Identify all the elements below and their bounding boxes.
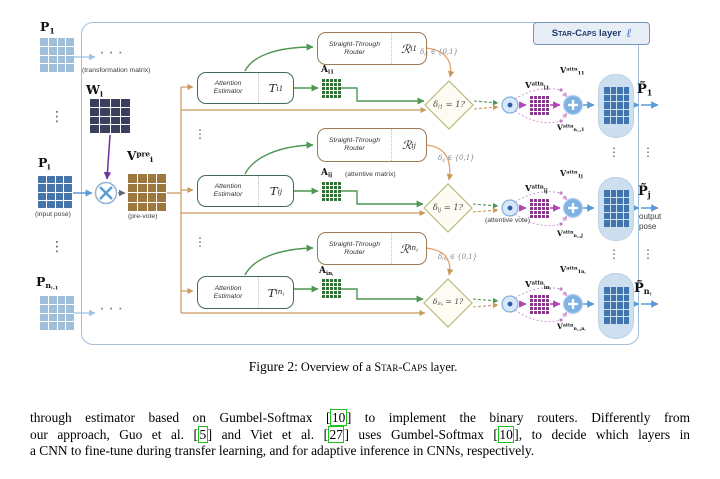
vote-bottom-label-2: Vattnnℓ-1j <box>557 229 583 240</box>
input-pose-i-matrix <box>38 176 72 208</box>
paragraph-line-2: our approach, Guo et al. [5] and Viet et… <box>30 425 691 443</box>
vote-top-label-3: Vattn1nℓ <box>560 264 586 276</box>
layer-badge: Star-Caps layer ℓ <box>533 22 650 45</box>
vdots-capsules-1b: ⋮ <box>642 145 654 159</box>
vdots-estimators-1: ⋮ <box>194 127 206 141</box>
ellipsis-after-p1: · · · <box>100 48 124 59</box>
delta-question-1: δi1 = 1? <box>433 99 465 111</box>
prevote-caption: (pre-vote) <box>128 213 158 220</box>
ellipsis-after-pn: · · · <box>100 304 124 315</box>
delta-question-3: δinℓ = 1? <box>432 297 464 308</box>
citation-10b[interactable]: 10 <box>497 425 515 443</box>
paragraph-line-1: through estimator based on Gumbel-Softma… <box>30 409 690 426</box>
attention-matrix-label-2: Aij <box>321 168 333 179</box>
vdots-capsules-2a: ⋮ <box>608 247 620 261</box>
attentive-vote-matrix-3 <box>530 295 549 314</box>
figure-caption: Figure 2: Overview of a Star-Caps layer. <box>248 359 458 374</box>
output-capsule-matrix-1 <box>604 87 629 124</box>
output-pose-label-2: P̃j <box>638 184 651 200</box>
vdots-left-2: ⋮ <box>50 239 64 255</box>
prevote-matrix <box>128 174 166 211</box>
citation-27[interactable]: 27 <box>328 425 345 443</box>
input-pose-1-label: P1 <box>40 19 55 36</box>
starcaps-layer-box <box>81 22 639 345</box>
vote-bottom-label-1: Vattnnℓ-11 <box>557 123 585 134</box>
output-pose-label-1: P̃1 <box>637 82 653 98</box>
transformation-matrix-caption: (transformation matrix) <box>82 67 151 74</box>
weight-matrix-label: Wi <box>86 82 103 99</box>
vote-top-label-1: Vattn11 <box>560 65 585 77</box>
attentive-vote-matrix-2 <box>530 199 549 218</box>
output-capsule-2 <box>598 177 634 241</box>
paragraph-line-3: a CNN to fine-tune during transfer learn… <box>30 443 535 459</box>
attentive-vote-matrix-1 <box>530 96 549 115</box>
attention-matrix-1 <box>322 79 341 98</box>
vdots-estimators-2: ⋮ <box>194 235 206 249</box>
layer-badge-label: Star-Caps layer <box>551 28 622 39</box>
attentive-vote-label-2: Vattnij <box>525 184 548 195</box>
input-pose-n-label: Pnℓ-1 <box>36 274 59 292</box>
weight-matrix <box>90 99 130 133</box>
attentive-matrix-caption: (attentive matrix) <box>345 171 396 178</box>
vote-top-label-2: Vattn1j <box>560 168 583 180</box>
attention-matrix-label-1: Ai1 <box>321 65 334 76</box>
output-capsule-matrix-3 <box>604 287 629 324</box>
input-pose-caption: (input pose) <box>35 211 71 218</box>
delta-domain-2: δij ∈ {0,1} <box>438 154 475 164</box>
attention-matrix-2 <box>322 182 341 201</box>
output-capsule-3 <box>598 273 634 339</box>
delta-domain-1: δi1 ∈ {0,1} <box>420 48 459 58</box>
output-capsule-1 <box>598 74 634 138</box>
body-paragraph: through estimator based on Gumbel-Softma… <box>30 409 691 460</box>
citation-10a[interactable]: 10 <box>330 409 347 426</box>
output-capsule-matrix-2 <box>604 190 629 227</box>
vdots-capsules-2b: ⋮ <box>642 247 654 261</box>
input-pose-1-matrix <box>40 38 74 72</box>
input-pose-n-matrix <box>40 296 74 330</box>
figure-caption-number: Figure 2: <box>248 359 298 374</box>
citation-5[interactable]: 5 <box>197 425 208 443</box>
attention-matrix-label-3: Ainℓ <box>319 266 334 277</box>
vdots-left-1: ⋮ <box>50 109 64 125</box>
attentive-vote-label-1: Vattni1 <box>525 81 550 92</box>
vote-bottom-label-3: Vattnnℓ-1nℓ <box>557 322 586 333</box>
vdots-capsules-1a: ⋮ <box>608 145 620 159</box>
input-pose-i-label: Pi <box>38 155 51 172</box>
layer-index-symbol: ℓ <box>626 26 632 40</box>
output-pose-label-3: P̃nℓ <box>634 281 652 298</box>
attentive-vote-caption: (attentive vote) <box>485 217 530 224</box>
attention-matrix-3 <box>322 279 341 298</box>
attentive-vote-label-3: Vattninℓ <box>525 280 551 291</box>
delta-domain-3: δinℓ ∈ {0,1} <box>438 253 478 263</box>
prevote-label: Vprei <box>127 149 153 165</box>
delta-question-2: δij = 1? <box>432 202 464 214</box>
